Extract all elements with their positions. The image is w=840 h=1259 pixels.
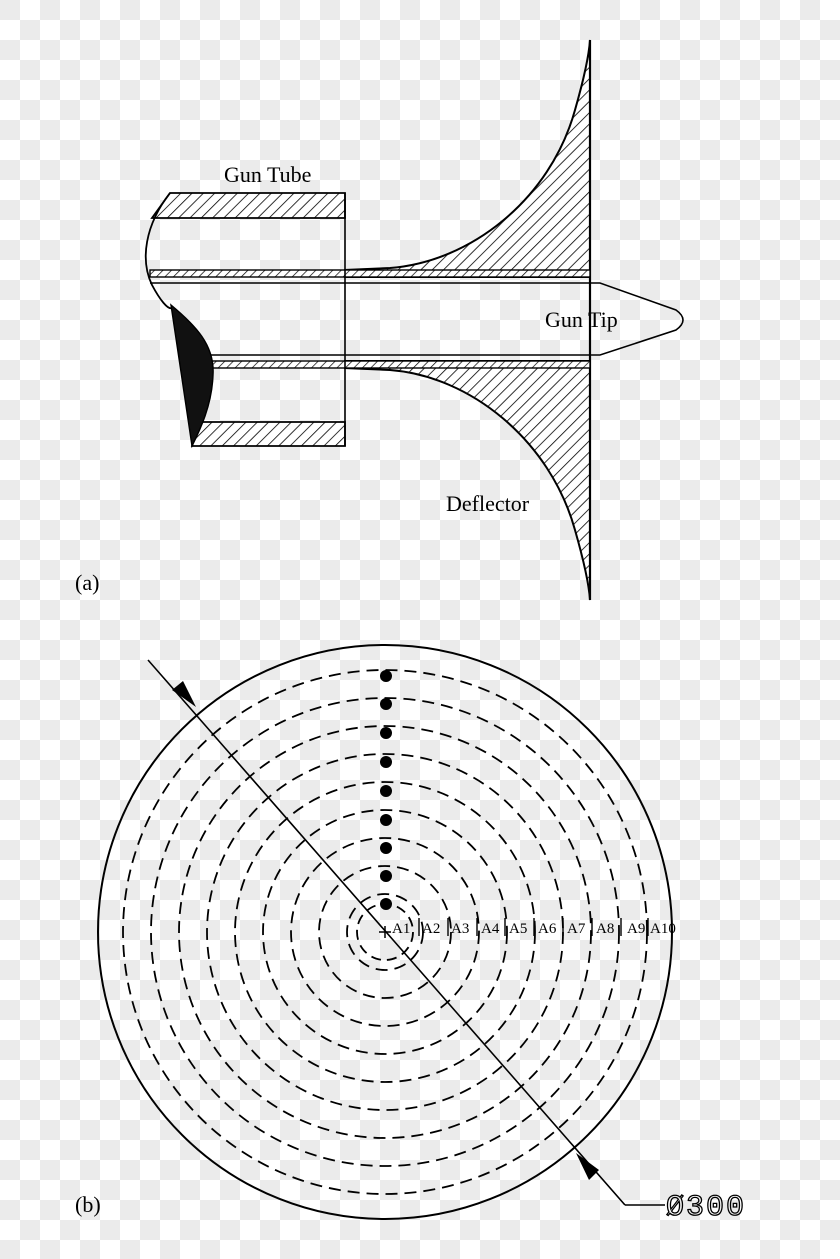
ring-label: A2 — [422, 921, 440, 937]
ring-label: A10 — [650, 921, 676, 937]
dot — [380, 898, 392, 910]
panel-b-label: (b) — [75, 1192, 101, 1217]
label-gun-tip: Gun Tip — [545, 307, 618, 332]
ring-a9 — [150, 697, 620, 1167]
label-gun-tube: Gun Tube — [224, 162, 311, 187]
ring-a5 — [262, 809, 508, 1055]
arrowhead-top — [172, 681, 196, 707]
sealing-wedge — [170, 303, 214, 449]
deflector-upper — [344, 39, 591, 278]
ring-label: A1 — [392, 921, 410, 937]
dot — [380, 756, 392, 768]
panel-b: A1 A2 A3 A4 A5 A6 A7 A8 A9 A10 Ø300 (b) — [75, 644, 746, 1226]
ring-a4 — [290, 837, 480, 1027]
ring-label: A5 — [509, 921, 527, 937]
ring-label: A4 — [481, 921, 500, 937]
ring-label: A9 — [627, 921, 645, 937]
gun-tip-outline — [150, 282, 684, 356]
ring-a2 — [346, 893, 424, 971]
ring-label: A8 — [596, 921, 614, 937]
ring-label-separators — [418, 918, 649, 936]
dot — [380, 870, 392, 882]
dot — [380, 785, 392, 797]
ring-a8 — [178, 725, 592, 1139]
dot — [380, 727, 392, 739]
dot — [380, 698, 392, 710]
gun-tube-upper — [150, 192, 346, 219]
gun-tube-lower — [190, 421, 346, 447]
outer-boundary-circle — [97, 644, 673, 1220]
dot — [380, 842, 392, 854]
ring-label: A7 — [567, 921, 586, 937]
inner-wall-upper — [149, 269, 591, 278]
ring-a10 — [122, 669, 648, 1195]
label-deflector: Deflector — [446, 491, 530, 516]
dot — [380, 670, 392, 682]
arrowhead-bottom — [576, 1153, 599, 1180]
diameter-annotation: Ø300 — [666, 1191, 746, 1225]
ring-label: A6 — [538, 921, 557, 937]
panel-a-label: (a) — [75, 570, 99, 595]
diameter-line — [147, 659, 626, 1206]
inner-wall-lower — [189, 360, 591, 369]
dot — [380, 814, 392, 826]
ring-a6 — [234, 781, 536, 1083]
panel-a: Gun Tube Gun Tip Deflector (a) — [75, 39, 684, 601]
ring-label: A3 — [451, 921, 469, 937]
ring-labels: A1 A2 A3 A4 A5 A6 A7 A8 A9 A10 — [392, 921, 676, 937]
measurement-dots — [380, 670, 392, 910]
tube-entry-curve — [144, 192, 173, 310]
ring-a3 — [318, 865, 452, 999]
deflector-lower — [344, 360, 591, 601]
